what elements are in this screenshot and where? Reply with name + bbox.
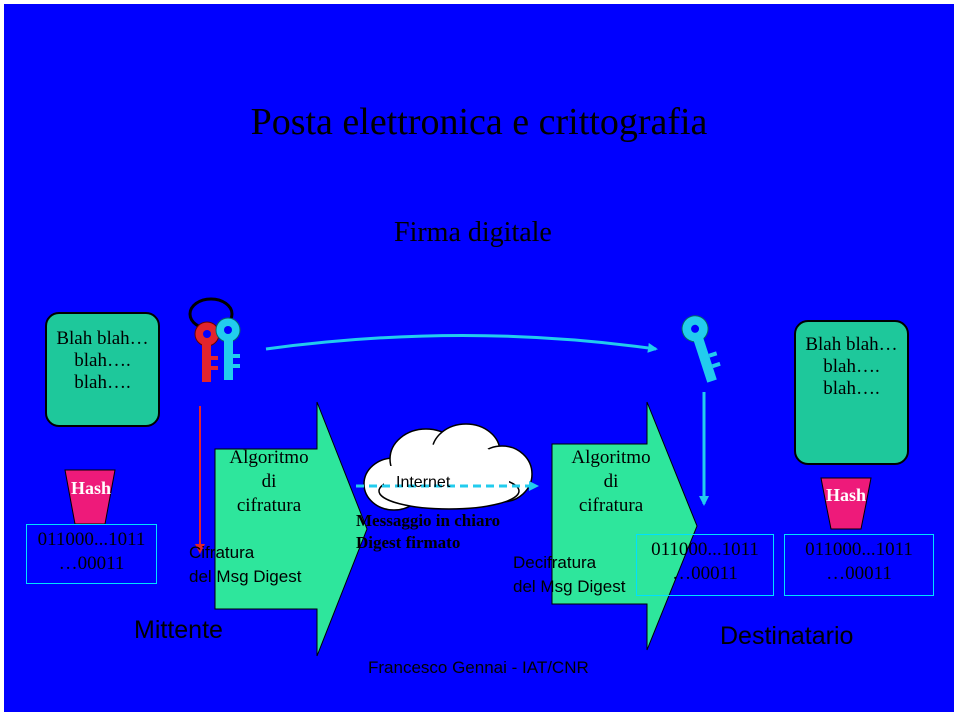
decrypted-digest-line: …00011 (672, 563, 738, 584)
channel-line: Digest firmato (356, 533, 461, 552)
key-transfer-arrow (265, 334, 658, 353)
decrypt-caption: Decifratura del Msg Digest (513, 551, 625, 599)
sender-note-line: Blah blah… (56, 328, 149, 349)
decrypted-digest-line: 011000...1011 (651, 539, 759, 560)
decrypt-algo-line: cifratura (578, 495, 644, 516)
internet-label: Internet (396, 474, 451, 491)
decrypt-algo-line: Algoritmo (571, 447, 651, 468)
receiver-digest-line: …00011 (826, 563, 892, 584)
sender-message-note: Blah blah… blah…. blah…. (45, 312, 160, 427)
encrypt-caption-line: del Msg Digest (189, 567, 302, 586)
receiver-digest-line: 011000...1011 (805, 539, 913, 560)
decrypt-algorithm-label: Algoritmo di cifratura (556, 446, 666, 518)
receiver-message-note: Blah blah… blah…. blah…. (794, 320, 909, 465)
key-pair-icon (188, 297, 241, 382)
sender-label: Mittente (134, 616, 223, 644)
public-key-icon (681, 315, 721, 383)
sender-note-line: blah…. (74, 372, 131, 393)
sender-digest-line: …00011 (58, 553, 125, 574)
slide-subtitle: Firma digitale (394, 217, 552, 248)
slide: Posta elettronica e crittografia Firma d… (4, 4, 954, 712)
encrypt-algorithm-label: Algoritmo di cifratura (214, 446, 324, 518)
channel-content: Messaggio in chiaro Digest firmato (356, 510, 500, 554)
receiver-note-line: Blah blah… (805, 334, 898, 355)
decrypt-algo-line: di (603, 471, 619, 492)
sender-note-line: blah…. (74, 350, 131, 371)
hash-right-label: Hash (825, 485, 867, 505)
receiver-digest-box: 011000...1011 …00011 (784, 534, 934, 596)
decrypt-algorithm-arrow (551, 401, 698, 651)
footer-credit: Francesco Gennai - IAT/CNR (368, 658, 589, 677)
receiver-label: Destinatario (720, 622, 854, 650)
encrypt-algo-line: Algoritmo (229, 447, 309, 468)
encrypt-algorithm-arrow (214, 401, 368, 657)
receiver-note-line: blah…. (823, 378, 880, 399)
encrypt-algo-line: cifratura (236, 495, 302, 516)
slide-title: Posta elettronica e crittografia (250, 101, 708, 143)
receiver-note-line: blah…. (823, 356, 880, 377)
internet-cloud (363, 423, 533, 511)
channel-line: Messaggio in chiaro (356, 511, 501, 530)
decrypted-digest-box: 011000...1011 …00011 (636, 534, 774, 596)
decrypt-caption-line: del Msg Digest (513, 577, 626, 596)
sender-digest-line: 011000...1011 (37, 529, 146, 550)
sender-digest-box: 011000...1011 …00011 (26, 524, 157, 584)
encrypt-algo-line: di (261, 471, 277, 492)
encrypt-caption: Cifratura del Msg Digest (189, 541, 301, 589)
decrypt-caption-line: Decifratura (513, 553, 597, 572)
diagram-shapes (64, 297, 872, 657)
hash-right-shape (820, 477, 872, 530)
hash-left-label: Hash (70, 478, 112, 498)
encrypt-caption-line: Cifratura (189, 543, 255, 562)
